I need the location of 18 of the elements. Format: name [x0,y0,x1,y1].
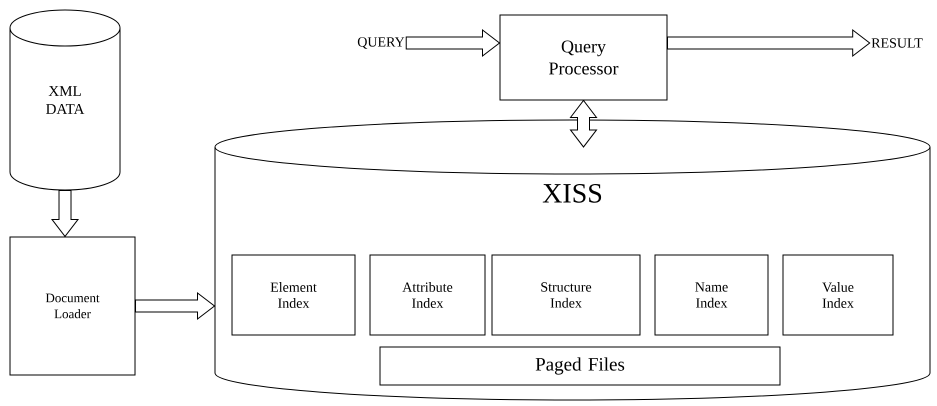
index-box: Element Index [232,254,356,336]
block-arrow [51,190,80,238]
node-label: XML DATA [46,86,84,114]
process-box: Document Loader [10,236,136,376]
index-box: Attribute Index [370,254,486,336]
process-box: Query Processor [500,14,668,100]
input-label: QUERY [358,37,404,49]
database-cylinder: XML DATA [10,10,121,190]
output-label: RESULT [872,38,923,48]
block-arrow [406,28,500,57]
index-box: Value Index [782,254,894,336]
block-arrow [667,28,871,57]
index-box: Structure Index [492,254,640,336]
block-arrow [135,292,216,320]
block-arrow [570,100,598,148]
index-box: Name Index [654,254,768,336]
node-label: XISS [542,184,602,203]
storage-bar: Paged Files [380,346,780,386]
